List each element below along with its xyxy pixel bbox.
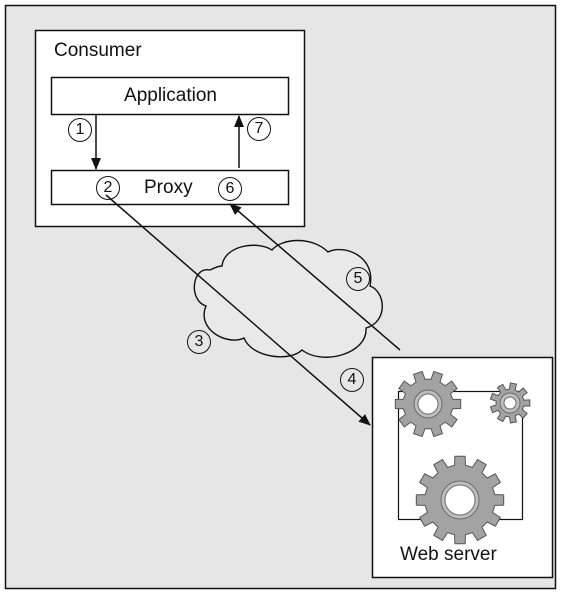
arrow-response [229, 203, 401, 351]
arrow-request [105, 194, 371, 426]
proxy-box [50, 169, 290, 206]
step-marker: 4 [340, 368, 364, 392]
gear-hole [417, 393, 439, 415]
application-label: Application [124, 85, 217, 106]
step-marker: 7 [247, 117, 271, 141]
gear-hole [444, 484, 476, 516]
web-server-label: Web server [400, 544, 497, 565]
gear-hole [503, 396, 517, 410]
step-marker: 2 [96, 176, 120, 200]
step-marker: 1 [68, 118, 92, 142]
consumer-label: Consumer [54, 40, 142, 61]
gear-icon [415, 455, 505, 545]
step-marker: 3 [187, 330, 211, 354]
gear-icon [489, 382, 531, 424]
cloud-icon [193, 239, 383, 358]
gear-icon [394, 370, 462, 438]
step-marker: 6 [218, 177, 242, 201]
application-box [50, 76, 290, 116]
step-marker: 5 [346, 267, 370, 291]
proxy-label: Proxy [144, 177, 193, 198]
